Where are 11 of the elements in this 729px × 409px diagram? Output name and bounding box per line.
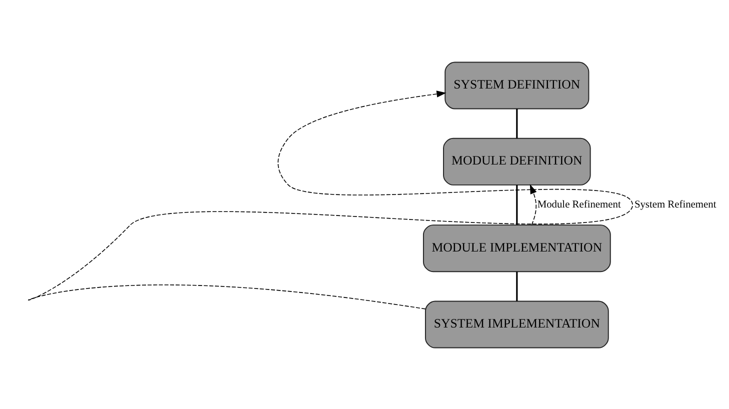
arrow bbox=[28, 90, 634, 309]
connector bbox=[516, 184, 518, 224]
node-box: SYSTEM IMPLEMENTATION bbox=[424, 300, 609, 348]
connector bbox=[516, 271, 518, 301]
edge-label: Module Refinement bbox=[537, 199, 621, 210]
node-box: SYSTEM DEFINITION bbox=[444, 61, 590, 109]
node-box: MODULE DEFINITION bbox=[443, 137, 591, 185]
edge-label: System Refinement bbox=[634, 199, 716, 210]
connector bbox=[516, 108, 518, 138]
node-box: MODULE IMPLEMENTATION bbox=[422, 224, 611, 272]
arrow bbox=[530, 184, 537, 225]
